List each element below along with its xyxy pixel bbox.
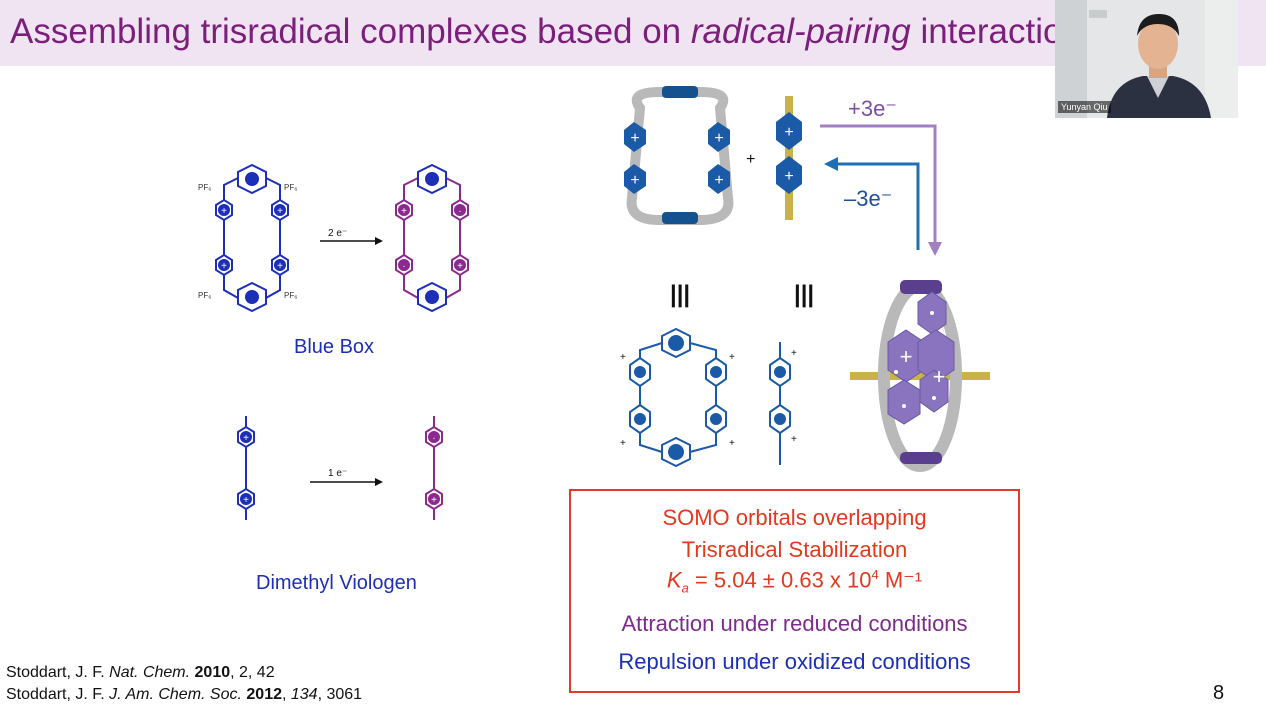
svg-text:·: · [458,206,461,217]
svg-text:+: + [933,364,946,389]
webcam-video[interactable]: Yunyan Qiu [1055,0,1238,118]
svg-text:+: + [630,130,639,147]
dimethyl-viologen-label: Dimethyl Viologen [256,572,417,594]
blue-box-reduced [395,177,469,299]
plus-3e-label: +3e⁻ [848,96,897,121]
trisradical-line: Trisradical Stabilization [681,537,908,562]
viologen-scheme: + + · + 1 e⁻ [237,416,443,520]
svg-text:+: + [277,206,283,217]
viologen-structure [769,342,791,465]
svg-text:+: + [630,172,639,189]
references: Stoddart, J. F. Nat. Chem. 2010, 2, 42 S… [6,662,362,706]
svg-text:PF₆: PF₆ [284,183,297,192]
repulsion-line: Repulsion under oxidized conditions [618,649,971,674]
info-box: SOMO orbitals overlapping Trisradical St… [569,489,1020,693]
svg-text:+: + [784,168,793,185]
svg-text:+: + [221,206,227,217]
svg-text:+: + [729,438,735,449]
reference-1: Stoddart, J. F. Nat. Chem. 2010, 2, 42 [6,664,275,681]
svg-text:+: + [620,438,626,449]
slide-title: Assembling trisradical complexes based o… [10,12,1100,51]
svg-text:+: + [620,352,626,363]
svg-text:+: + [714,172,723,189]
svg-text:+: + [221,261,227,272]
blue-box-arrow-label: 2 e⁻ [328,228,347,239]
trisradical-complex: ++ [850,280,990,472]
svg-text:+: + [401,206,407,217]
blue-box-label: Blue Box [294,336,375,358]
svg-text:+: + [431,495,437,506]
blue-box-oxidized [215,163,289,313]
svg-text:|||: ||| [794,281,814,308]
svg-text:+: + [784,124,793,141]
svg-text:|||: ||| [670,281,690,308]
minus-3e-label: –3e⁻ [844,186,892,211]
somo-line: SOMO orbitals overlapping [662,505,927,530]
svg-text:+: + [746,151,755,168]
svg-text:+: + [243,433,249,444]
blue-box-scheme: + + + + + · · + PF₆ PF₆ PF₆ PF₆ 2 e⁻ [198,163,469,313]
cyclophane-ring: + + + + [624,86,734,225]
blue-box-structure [629,327,727,468]
redox-arrows: +3e⁻ –3e⁻ [820,96,942,256]
svg-text:+: + [714,130,723,147]
svg-text:+: + [277,261,283,272]
page-number: 8 [1213,682,1225,704]
svg-text:PF₆: PF₆ [198,183,211,192]
svg-text:+: + [729,352,735,363]
svg-text:+: + [457,261,463,272]
reference-2: Stoddart, J. F. J. Am. Chem. Soc. 2012, … [6,686,363,703]
svg-text:PF₆: PF₆ [198,291,211,300]
participant-name: Yunyan Qiu [1058,101,1111,113]
svg-text:+: + [791,434,797,445]
viologen-guest: + + [776,96,802,220]
svg-text:+: + [243,495,249,506]
svg-text:+: + [900,344,913,369]
svg-text:·: · [432,433,435,444]
ka-line: Ka = 5.04 ± 0.63 x 104 M⁻¹ [666,567,923,596]
presenter-video-icon [1055,0,1238,118]
svg-text:PF₆: PF₆ [284,291,297,300]
attraction-line: Attraction under reduced conditions [621,611,968,636]
viologen-arrow-label: 1 e⁻ [328,468,347,479]
svg-text:+: + [791,348,797,359]
trisradical-scheme: ++ ++ + + + +3e⁻ –3e⁻ ||| ||| ++ [620,86,990,472]
svg-text:·: · [402,261,405,272]
